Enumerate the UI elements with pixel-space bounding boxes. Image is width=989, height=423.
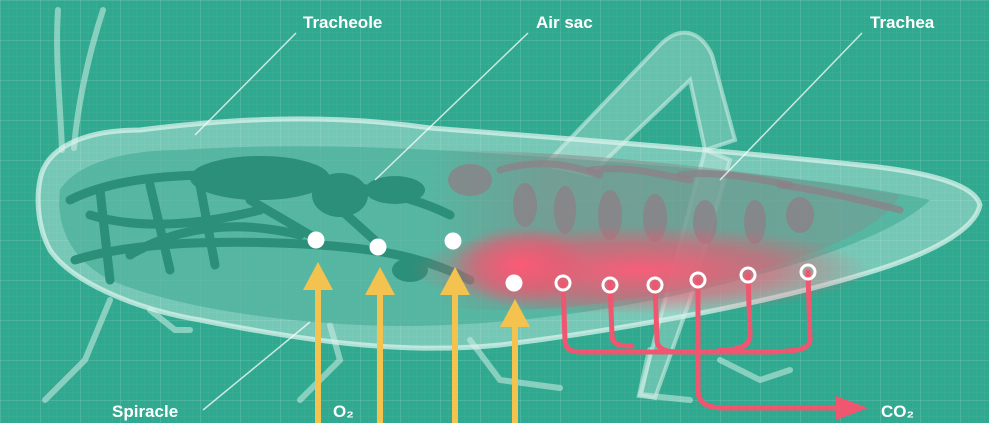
spiracle-label: Spiracle	[112, 402, 178, 422]
air-sac-label: Air sac	[536, 13, 593, 33]
co2-glow-core	[450, 225, 590, 305]
co2-arrow-head	[836, 396, 868, 420]
o2-label: O₂	[333, 402, 354, 422]
tracheole-label: Tracheole	[303, 13, 382, 33]
co2-label: CO₂	[881, 402, 914, 422]
trachea-label: Trachea	[870, 13, 934, 33]
antennae	[57, 10, 103, 150]
